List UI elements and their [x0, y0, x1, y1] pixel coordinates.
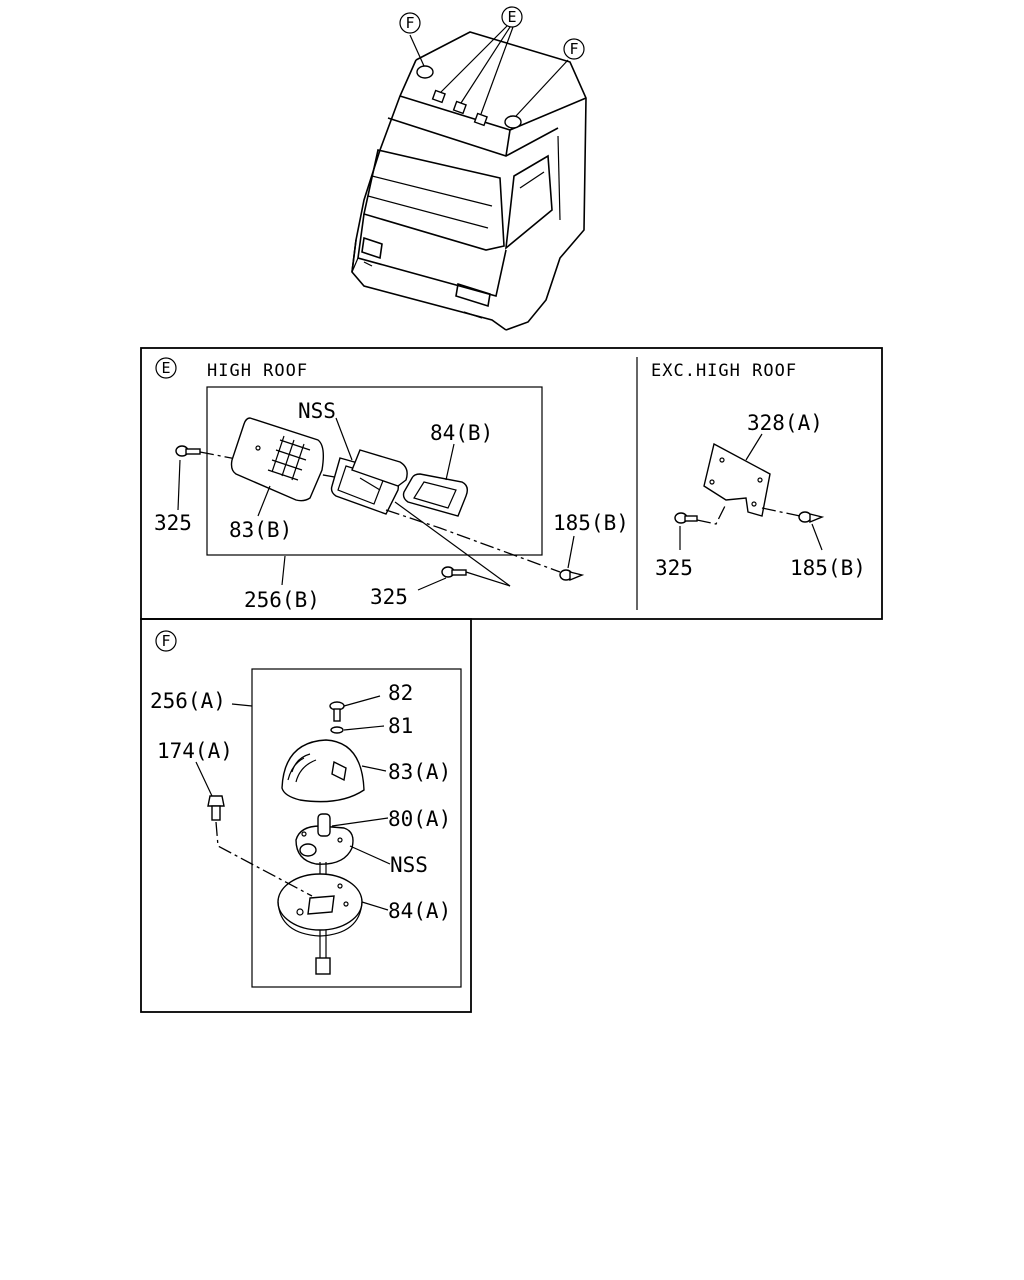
svg-text:E: E	[161, 359, 170, 377]
label-325-bottom: 325	[370, 585, 408, 609]
label-325-left: 325	[154, 511, 192, 535]
section-E-frame	[140, 347, 883, 620]
clip-185b-icon	[559, 569, 585, 582]
label-81: 81	[388, 714, 413, 738]
section-E-marker: E	[155, 357, 177, 379]
callout-F-overview-right: F	[563, 38, 585, 60]
dome-lamp-assembly	[251, 668, 462, 988]
callout-E-overview: E	[501, 6, 523, 28]
dome-lens-83a-icon	[281, 739, 365, 803]
label-256b: 256(B)	[244, 588, 320, 612]
svg-text:F: F	[569, 40, 578, 58]
label-256a: 256(A)	[150, 689, 226, 713]
svg-text:F: F	[405, 14, 414, 32]
gasket-84b-icon	[402, 473, 469, 517]
label-nss-f: NSS	[390, 853, 428, 877]
screw-325-exc-icon	[674, 512, 698, 524]
label-185b-exc: 185(B)	[790, 556, 866, 580]
label-83b: 83(B)	[229, 518, 292, 542]
label-84a: 84(A)	[388, 899, 451, 923]
screw-82-icon	[329, 701, 345, 722]
lamp-housing-nss-icon	[330, 449, 408, 515]
washer-81-icon	[330, 726, 344, 734]
callout-F-overview-left: F	[399, 12, 421, 34]
label-82: 82	[388, 681, 413, 705]
clip-185b-exc-icon	[798, 511, 825, 524]
label-325-exc: 325	[655, 556, 693, 580]
truck-cab-overview	[351, 25, 587, 331]
label-83a: 83(A)	[388, 760, 451, 784]
high-roof-title: HIGH ROOF	[207, 361, 308, 381]
exc-high-roof-title: EXC.HIGH ROOF	[651, 361, 797, 381]
screw-174a-icon	[207, 795, 225, 821]
screw-325-left-icon	[175, 445, 201, 457]
label-174a: 174(A)	[157, 739, 233, 763]
label-80a: 80(A)	[388, 807, 451, 831]
svg-text:F: F	[161, 632, 170, 650]
label-328a: 328(A)	[747, 411, 823, 435]
screw-325-bottom-icon	[441, 566, 467, 578]
high-roof-lamp-assembly	[175, 386, 585, 587]
lamp-base-nss-icon	[295, 813, 354, 865]
svg-text:E: E	[507, 8, 516, 26]
label-185b: 185(B)	[553, 511, 629, 535]
section-F-marker: F	[155, 630, 177, 652]
lens-83b-icon	[230, 417, 325, 502]
cover-plate-328a-icon	[703, 442, 771, 517]
label-84b: 84(B)	[430, 421, 493, 445]
base-plate-84a-icon	[277, 873, 363, 937]
label-nss-e: NSS	[298, 399, 336, 423]
section-F-frame	[140, 618, 472, 1013]
